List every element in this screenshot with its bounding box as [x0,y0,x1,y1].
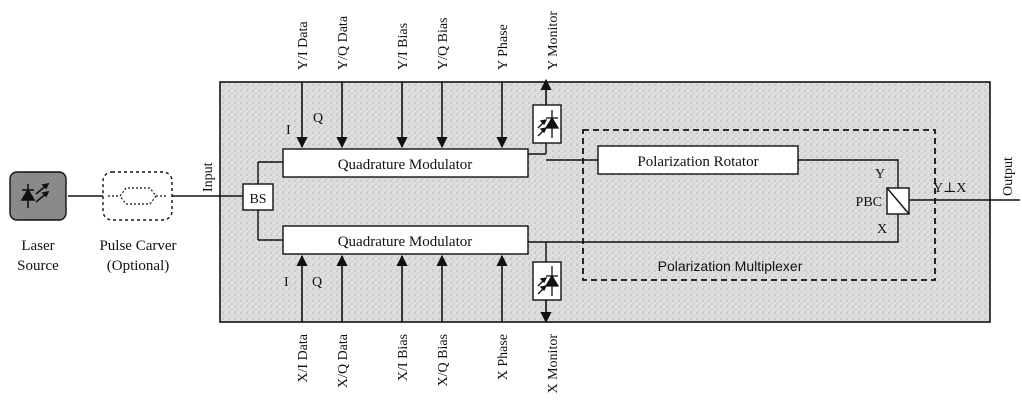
y-monitor-photodiode [528,78,562,155]
x-port-label: X [877,222,887,237]
pulse-carver-box [102,171,173,221]
beam-splitter: BS [242,161,283,241]
polarization-rotator [597,145,799,175]
y-perp-x-label: Y⊥X [933,181,966,196]
x-monitor-label: X Monitor [546,334,561,394]
laser-source: Laser Source [9,171,67,274]
x-phase-label: X Phase [496,334,511,380]
xi-data-label: X/I Data [296,333,311,382]
fiber-rotator-to-pbc [798,159,899,188]
pulse-carver-label-line1: Pulse Carver [99,238,176,254]
y-port-label: Y [875,167,885,182]
bs-label: BS [249,192,266,207]
quadrature-modulator-y-label: Quadrature Modulator [338,157,473,173]
output-label: Output [1001,157,1016,196]
laser-diode-icon [20,182,50,208]
yi-bias-label: Y/I Bias [396,23,411,70]
xq-data-label: X/Q Data [336,333,351,388]
pbc-combiner: PBC [856,187,910,215]
bs-box [242,183,274,211]
photodiode-icon-x [537,266,560,296]
photodiode-icon-y [537,110,560,138]
q-label-bottom: Q [312,275,322,290]
yi-data-label: Y/I Data [296,21,311,70]
xi-bias-label: X/I Bias [396,334,411,381]
laser-source-box [9,171,67,221]
polarization-rotator-label: Polarization Rotator [637,154,758,170]
pulse-carver: Pulse Carver (Optional) [99,171,177,274]
fiber-x-to-pbc [546,214,899,243]
mzi-icon [108,187,168,205]
laser-label-line2: Source [17,258,59,274]
yq-bias-label: Y/Q Bias [436,18,451,71]
quadrature-modulator-x [282,225,529,255]
quadrature-modulator-x-label: Quadrature Modulator [338,234,473,250]
xq-bias-label: X/Q Bias [436,334,451,387]
i-label-bottom: I [284,275,289,290]
chip-boundary [219,81,991,323]
q-label-top: Q [313,111,323,126]
x-monitor-photodiode [528,241,562,324]
quadrature-modulator-y [282,148,529,178]
pbc-label: PBC [856,195,882,210]
y-monitor-label: Y Monitor [546,11,561,70]
pulse-carver-label-line2: (Optional) [107,258,169,274]
polarization-multiplexer-label: Polarization Multiplexer [658,258,803,274]
laser-label-line1: Laser [21,238,54,254]
polarization-multiplexer-region [582,129,936,281]
yq-data-label: Y/Q Data [336,15,351,70]
y-phase-label: Y Phase [496,24,511,70]
input-label: Input [201,162,216,192]
i-label-top: I [286,123,291,138]
